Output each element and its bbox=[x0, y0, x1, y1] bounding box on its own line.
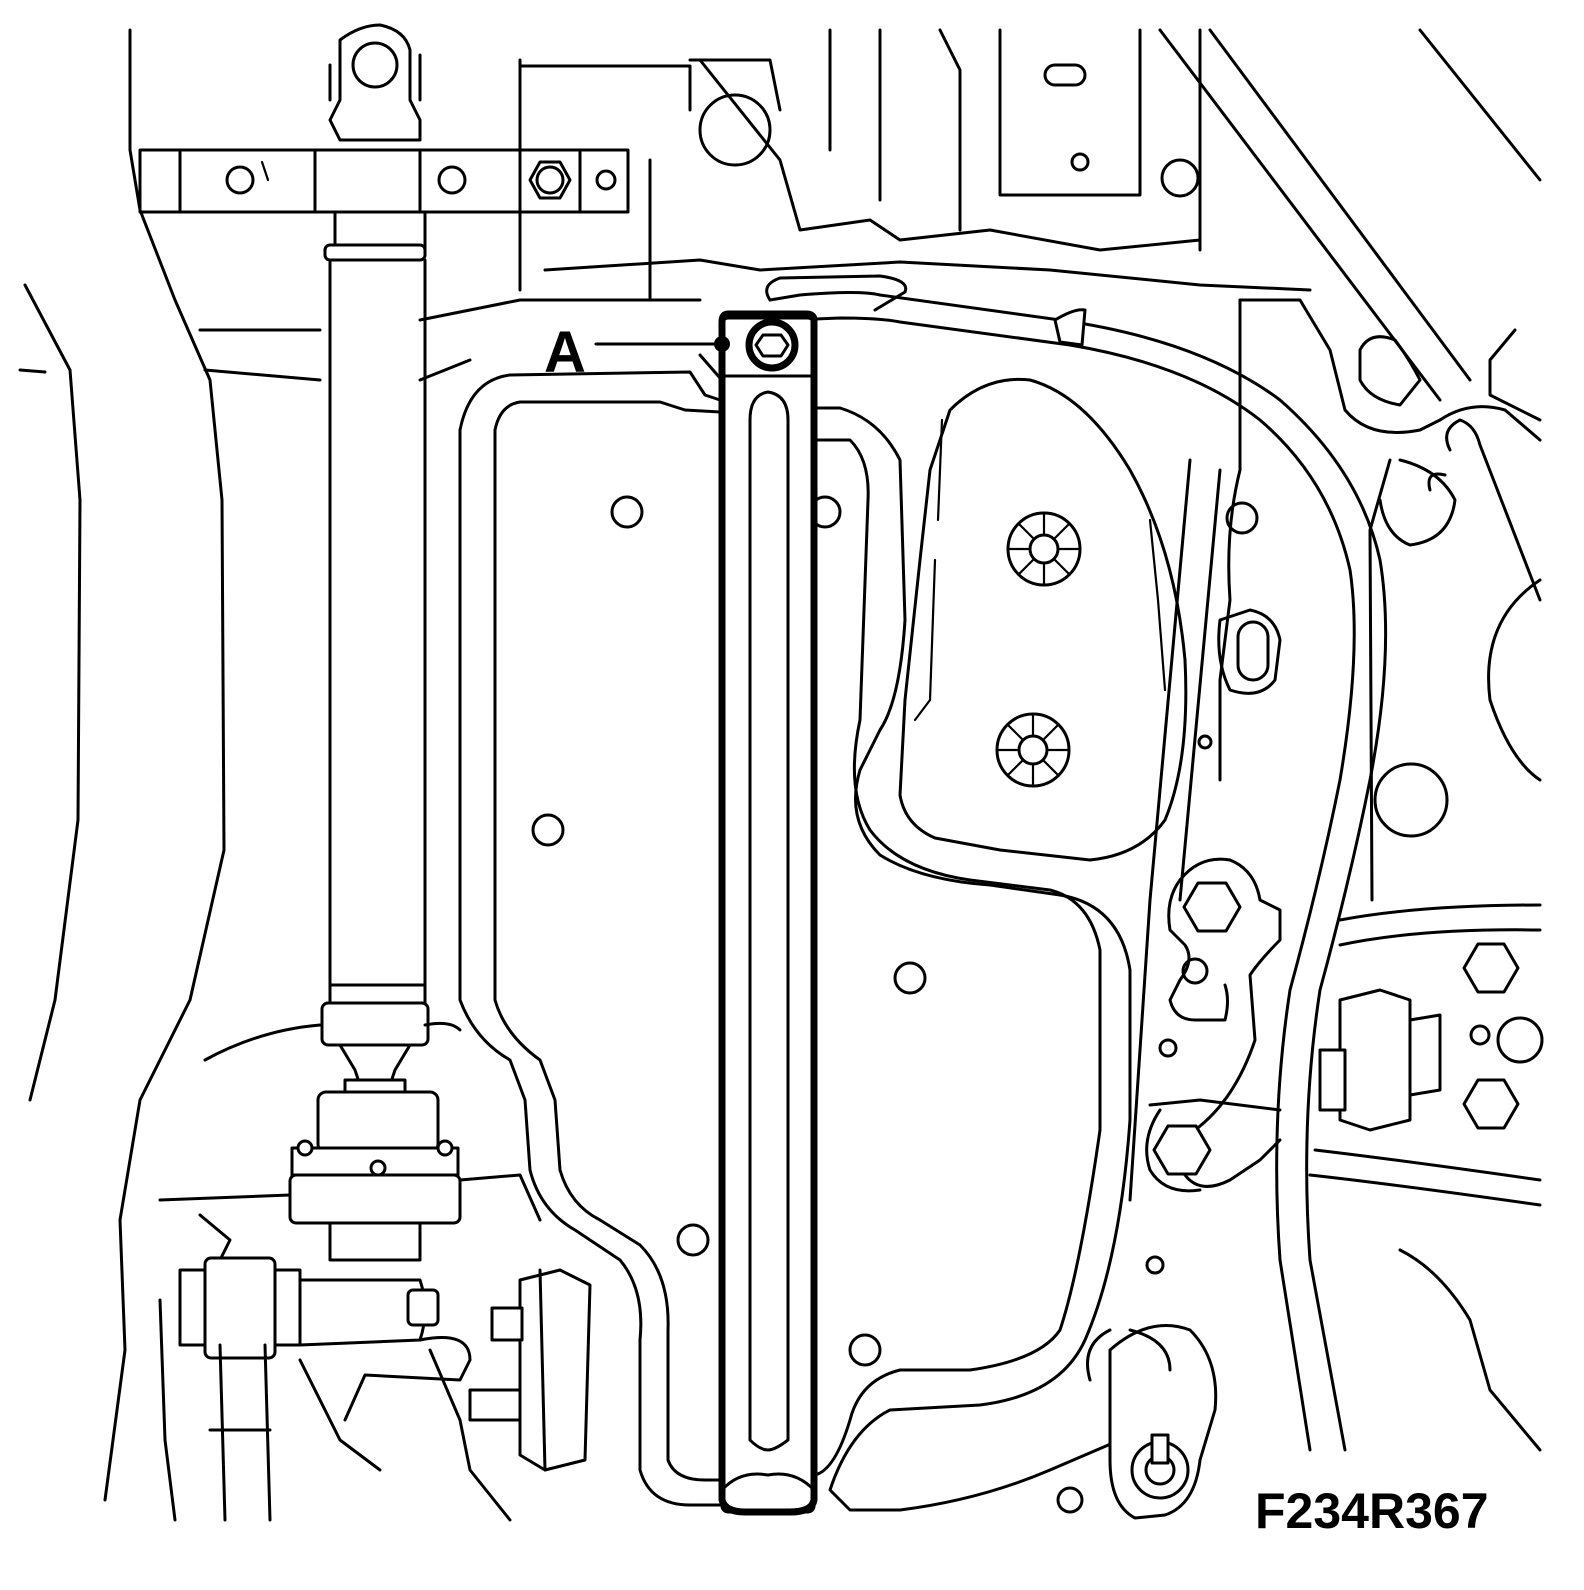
right-bolt-upper bbox=[1462, 942, 1520, 994]
coupling-assembly bbox=[158, 1090, 592, 1522]
left-body-lines bbox=[18, 283, 462, 1102]
vertical-shaft bbox=[320, 23, 572, 1094]
callout-a: A bbox=[544, 320, 730, 385]
shield-plate bbox=[898, 377, 1188, 862]
bracket-bolt-upper bbox=[1182, 881, 1242, 933]
callout-dot bbox=[714, 336, 730, 352]
callout-label: A bbox=[544, 320, 586, 385]
lower-stud bbox=[1086, 1324, 1218, 1520]
bracket-bolt-lower bbox=[1152, 1124, 1212, 1176]
upper-body-panels bbox=[103, 28, 1542, 1502]
right-bolt-lower bbox=[1462, 1078, 1520, 1130]
highlighted-bar bbox=[698, 310, 818, 1516]
bolt-a bbox=[745, 318, 799, 372]
push-clip-lower bbox=[995, 712, 1071, 788]
routed-pipe bbox=[765, 274, 1388, 1452]
central-panel bbox=[458, 370, 1132, 1512]
right-structure bbox=[1056, 298, 1542, 1514]
mounting-bracket bbox=[1145, 857, 1544, 1193]
figure-id: F234R367 bbox=[1255, 1483, 1489, 1539]
push-clip-upper bbox=[1006, 511, 1082, 587]
